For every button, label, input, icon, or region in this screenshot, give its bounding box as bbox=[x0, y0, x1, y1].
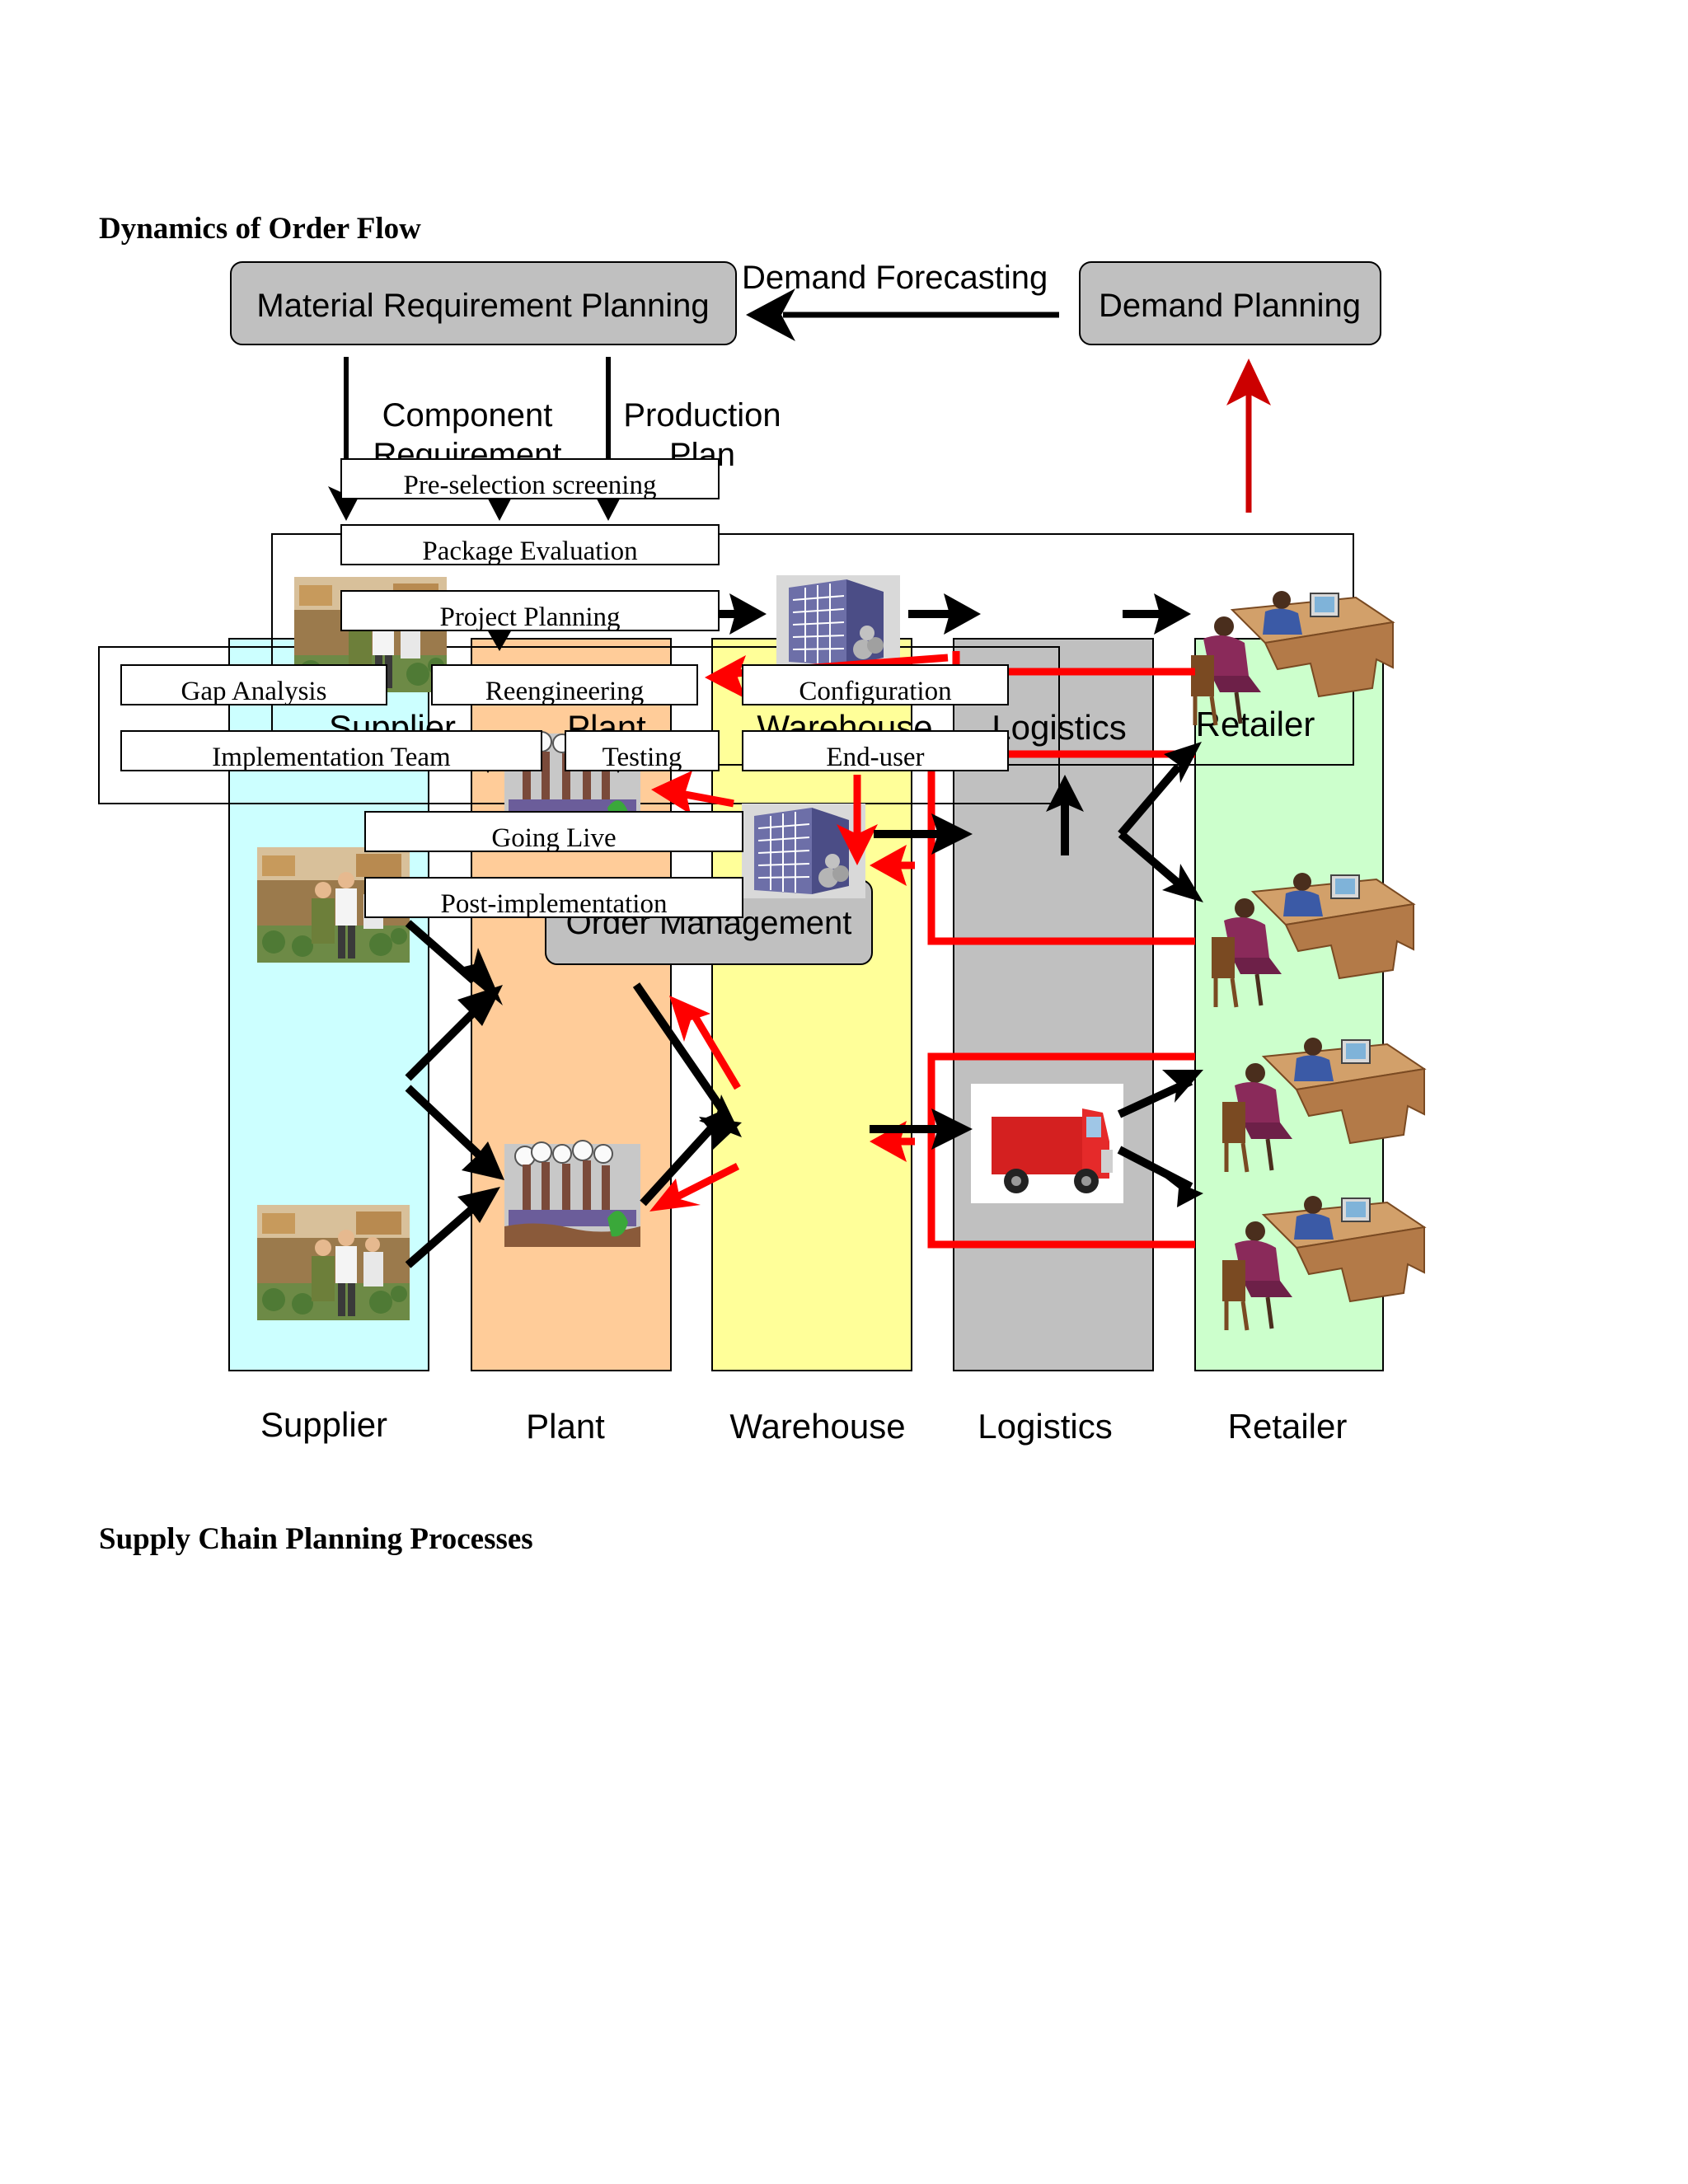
factory-icon bbox=[504, 1140, 641, 1248]
column-label-retailer: Retailer bbox=[1228, 1407, 1348, 1446]
warehouse-building-icon bbox=[776, 574, 901, 671]
mrp-box bbox=[230, 261, 737, 345]
step-pre-selection-screening: Pre-selection screening bbox=[340, 458, 720, 499]
step-testing: Testing bbox=[565, 730, 720, 771]
production-plan-label-1: Production bbox=[623, 397, 781, 434]
column-label-logistics: Logistics bbox=[978, 1407, 1112, 1446]
column-label-plant: Plant bbox=[526, 1407, 605, 1446]
page-title: Dynamics of Order Flow bbox=[99, 212, 421, 246]
truck-icon bbox=[971, 1084, 1123, 1203]
column-label-supplier: Supplier bbox=[260, 1405, 387, 1444]
step-implementation-team: Implementation Team bbox=[120, 730, 542, 771]
demand-forecasting-label: Demand Forecasting bbox=[742, 260, 1048, 296]
step-project-planning: Project Planning bbox=[340, 590, 720, 631]
warehouse-building-icon bbox=[741, 803, 866, 899]
step-package-evaluation: Package Evaluation bbox=[340, 524, 720, 565]
supplier-people-photo bbox=[257, 1205, 410, 1320]
demand-planning-label: Demand Planning bbox=[1099, 288, 1361, 324]
step-gap-analysis: Gap Analysis bbox=[120, 664, 387, 705]
step-configuration: Configuration bbox=[742, 664, 1009, 705]
mrp-label: Material Requirement Planning bbox=[256, 288, 709, 324]
demand-forecasting-arrow bbox=[746, 288, 1059, 341]
demand-planning-box bbox=[1079, 261, 1381, 345]
column-label-warehouse: Warehouse bbox=[729, 1407, 905, 1446]
step-going-live: Going Live bbox=[364, 811, 743, 852]
section-title: Supply Chain Planning Processes bbox=[99, 1522, 533, 1556]
retail-to-demand-arrow bbox=[1226, 359, 1271, 513]
order-flow-lines bbox=[405, 610, 1193, 1268]
step-end-user: End-user bbox=[742, 730, 1009, 771]
step-reengineering: Reengineering bbox=[431, 664, 698, 705]
step-post-implementation: Post-implementation bbox=[364, 877, 743, 918]
logistics-column bbox=[953, 638, 1154, 1371]
component-requirement-label-1: Component bbox=[382, 397, 553, 434]
